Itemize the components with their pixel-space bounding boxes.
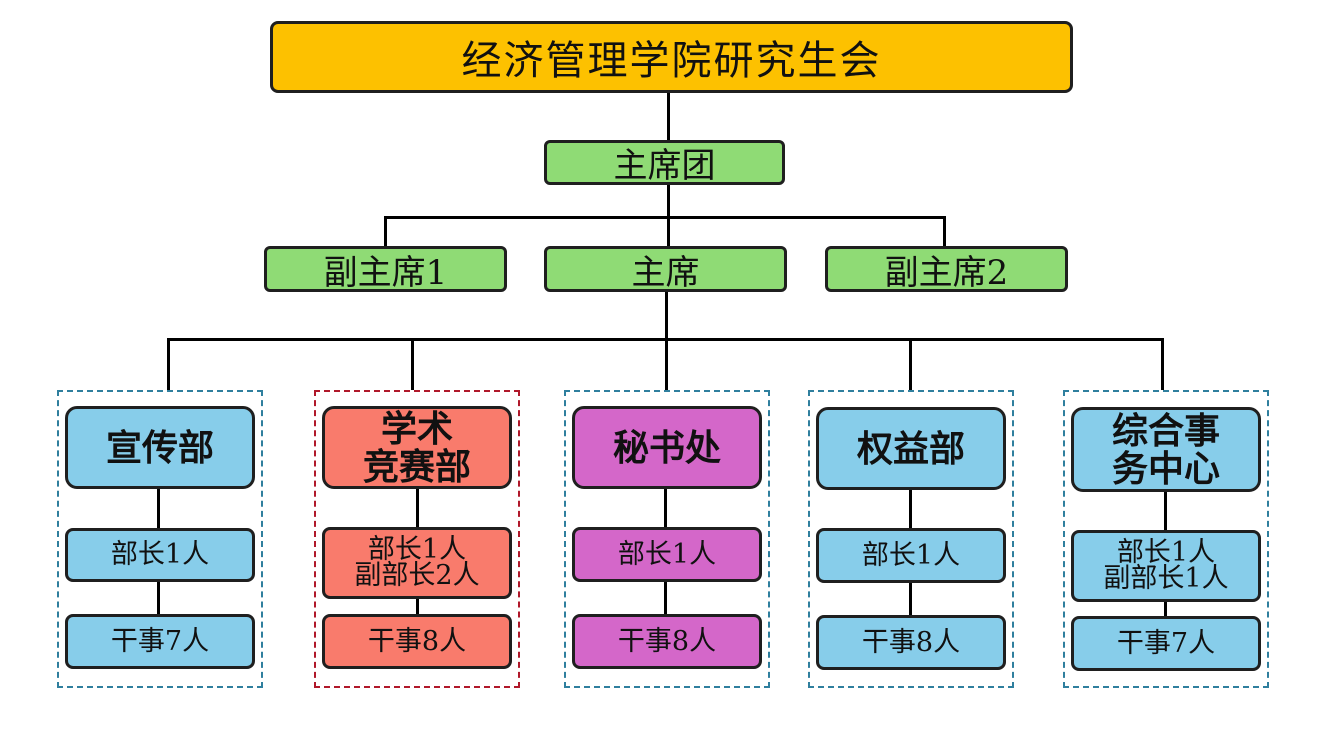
department-staff: 干事7人 (65, 614, 255, 669)
connector-dept4-drop (909, 338, 912, 390)
department-head-label: 部长1人 (110, 539, 210, 570)
department-head-label: 部长1人 (617, 538, 717, 570)
department-head-label: 部长1人 副部长2人 (354, 534, 480, 591)
department-staff: 干事8人 (816, 615, 1006, 670)
department-staff: 干事7人 (1071, 616, 1261, 671)
department-node: 秘书处 (572, 406, 762, 489)
vice-chair-2-node: 副主席2 (825, 246, 1068, 293)
department-name: 综合事 务中心 (1111, 409, 1220, 490)
department-staff: 干事8人 (572, 614, 762, 669)
department-head: 部长1人 (65, 528, 255, 582)
chair-node: 主席 (544, 246, 787, 293)
department-node: 学术 竞赛部 (322, 406, 512, 489)
department-name: 权益部 (856, 427, 965, 470)
connector-root-presidium (667, 92, 670, 140)
presidium-node: 主席团 (544, 140, 785, 186)
department-node: 宣传部 (65, 406, 255, 489)
connector-presidium-down (667, 184, 670, 246)
connector-chairs-horizontal (384, 216, 946, 219)
connector-vice2-drop (943, 216, 946, 246)
department-node: 综合事 务中心 (1071, 407, 1261, 492)
department-head-label: 部长1人 副部长1人 (1103, 537, 1229, 594)
root-label: 经济管理学院研究生会 (461, 38, 882, 84)
connector-dept2-drop (411, 338, 414, 390)
department-staff-label: 干事8人 (861, 626, 961, 658)
department-group (808, 390, 1014, 688)
connector-dept1-drop (167, 338, 170, 390)
vice-chair-1-node: 副主席1 (264, 246, 507, 293)
connector-vice1-drop (384, 216, 387, 246)
root-node: 经济管理学院研究生会 (270, 21, 1073, 93)
department-staff-label: 干事8人 (367, 625, 467, 657)
department-group (1063, 390, 1269, 688)
department-group (564, 390, 770, 688)
vice-chair-1-label: 副主席1 (323, 252, 448, 293)
vice-chair-2-label: 副主席2 (884, 252, 1009, 293)
department-head-label: 部长1人 (861, 539, 961, 571)
department-staff-label: 干事7人 (1116, 627, 1216, 659)
department-group (314, 390, 520, 688)
department-staff: 干事8人 (322, 614, 512, 669)
department-group (57, 390, 263, 688)
department-staff-label: 干事8人 (617, 625, 717, 657)
department-node: 权益部 (816, 407, 1006, 490)
connector-dept5-drop (1161, 338, 1164, 390)
department-staff-label: 干事7人 (110, 625, 210, 657)
department-name: 宣传部 (105, 426, 214, 469)
department-name: 学术 竞赛部 (362, 407, 471, 488)
department-head: 部长1人 (572, 527, 762, 582)
connector-dept3-drop (665, 338, 668, 390)
chair-label: 主席 (631, 252, 700, 293)
department-head: 部长1人 副部长1人 (1071, 530, 1261, 602)
presidium-label: 主席团 (613, 146, 716, 186)
connector-chair-down (665, 292, 668, 340)
department-head: 部长1人 (816, 528, 1006, 583)
department-head: 部长1人 副部长2人 (322, 527, 512, 599)
department-name: 秘书处 (612, 426, 721, 469)
